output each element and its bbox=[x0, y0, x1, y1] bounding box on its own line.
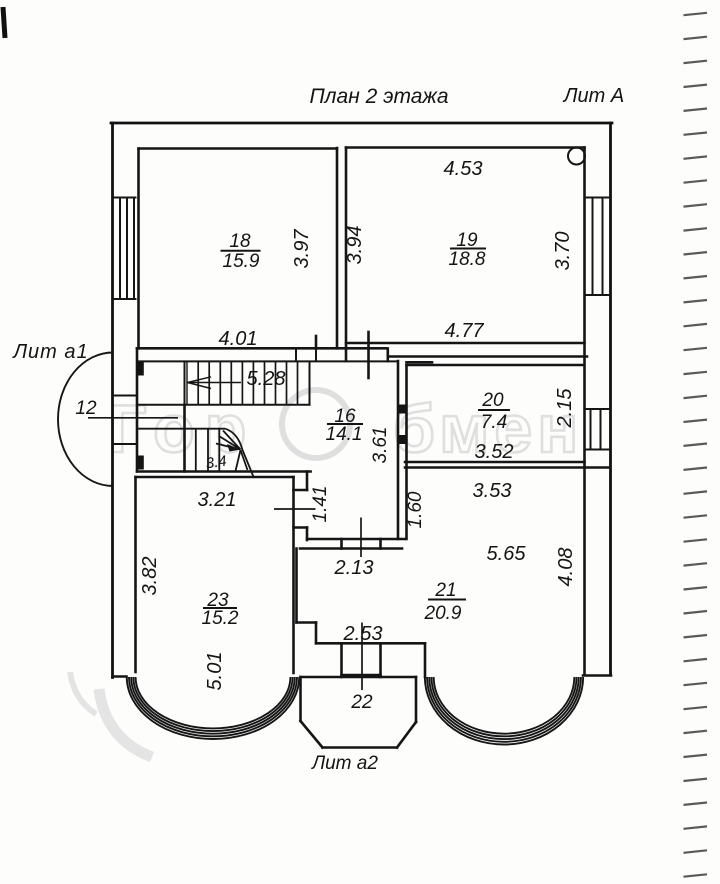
svg-text:3.97: 3.97 bbox=[291, 229, 313, 269]
svg-text:2.53: 2.53 bbox=[343, 623, 383, 645]
svg-text:Лит А: Лит А bbox=[562, 85, 624, 107]
svg-text:2.15: 2.15 bbox=[554, 388, 576, 429]
svg-text:20.9: 20.9 bbox=[424, 603, 462, 624]
svg-text:4.08: 4.08 bbox=[555, 548, 577, 587]
svg-text:4.01: 4.01 bbox=[219, 328, 258, 350]
svg-text:15.9: 15.9 bbox=[223, 251, 260, 272]
svg-text:3.4: 3.4 bbox=[205, 453, 228, 473]
svg-text:16: 16 bbox=[334, 406, 356, 427]
svg-text:Лит а2: Лит а2 bbox=[310, 753, 378, 774]
svg-text:14.1: 14.1 bbox=[326, 424, 363, 445]
svg-text:3.94: 3.94 bbox=[344, 226, 366, 265]
svg-text:1.60: 1.60 bbox=[405, 491, 426, 528]
svg-text:3.70: 3.70 bbox=[552, 232, 574, 271]
svg-text:1.41: 1.41 bbox=[310, 486, 331, 523]
svg-text:4.77: 4.77 bbox=[445, 320, 485, 342]
svg-text:20: 20 bbox=[481, 390, 504, 411]
svg-text:5.01: 5.01 bbox=[204, 652, 226, 691]
svg-text:4.53: 4.53 bbox=[444, 158, 483, 180]
svg-text:бмен: бмен bbox=[393, 391, 583, 467]
svg-text:3.21: 3.21 bbox=[198, 489, 237, 511]
svg-text:3.53: 3.53 bbox=[473, 480, 512, 502]
svg-text:12: 12 bbox=[75, 398, 97, 419]
svg-text:Лит а1: Лит а1 bbox=[11, 341, 88, 363]
svg-text:18.8: 18.8 bbox=[449, 249, 486, 270]
svg-text:21: 21 bbox=[434, 580, 456, 601]
svg-text:7.4: 7.4 bbox=[481, 412, 507, 433]
svg-text:5.28: 5.28 bbox=[247, 368, 286, 390]
svg-text:23: 23 bbox=[206, 590, 229, 611]
svg-text:2.13: 2.13 bbox=[334, 557, 374, 579]
svg-text:План 2 этажа: План 2 этажа bbox=[309, 85, 448, 108]
svg-text:3.61: 3.61 bbox=[370, 427, 391, 464]
svg-text:18: 18 bbox=[229, 231, 251, 252]
svg-text:3.82: 3.82 bbox=[139, 557, 161, 596]
svg-text:5.65: 5.65 bbox=[487, 543, 527, 565]
svg-text:22: 22 bbox=[350, 692, 373, 713]
svg-text:19: 19 bbox=[456, 230, 478, 251]
svg-text:3.52: 3.52 bbox=[475, 441, 514, 463]
svg-text:15.2: 15.2 bbox=[202, 608, 239, 629]
